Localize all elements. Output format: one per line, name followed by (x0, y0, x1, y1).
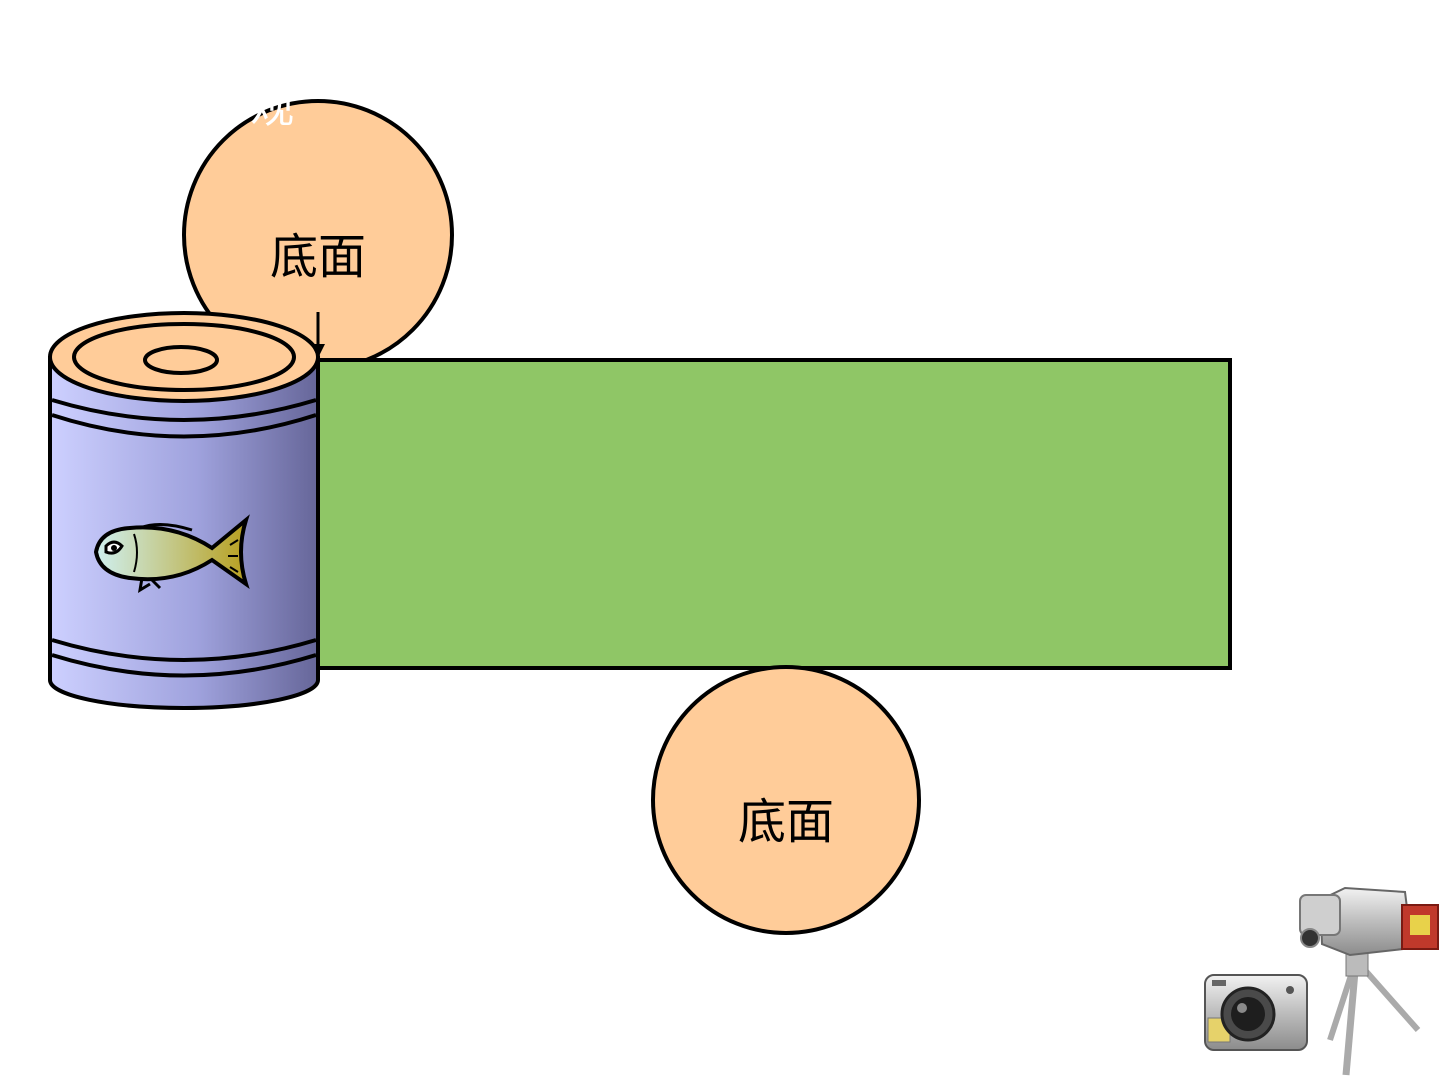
digital-camera-icon (1204, 974, 1308, 1051)
fish-can-icon (48, 311, 320, 710)
pointer-arrow-head (311, 344, 325, 358)
fish-icon (93, 514, 250, 593)
slide-title-fragment: 观 (250, 82, 294, 133)
top-base-label: 底面 (270, 229, 366, 285)
bottom-base-label: 底面 (738, 794, 834, 850)
bottom-base-circle (651, 665, 921, 935)
camcorder-tripod-icon (1299, 886, 1439, 1076)
lateral-face-rectangle (315, 358, 1232, 670)
